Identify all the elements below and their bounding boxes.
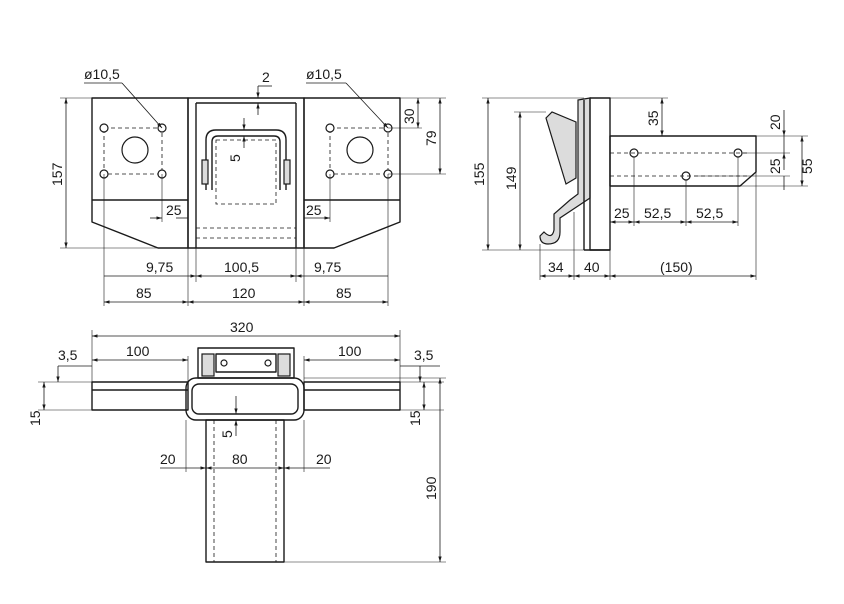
dim-offset-right: 9,75: [314, 259, 341, 275]
dim-top-gap: 2: [262, 69, 270, 85]
dim-slot-depth: 5: [227, 154, 243, 162]
dim-front-height: 157: [49, 162, 65, 186]
dim-arm-pitch-2: 52,5: [696, 205, 723, 221]
dim-plate-right: 85: [336, 285, 352, 301]
dim-wall-width: 40: [584, 259, 600, 275]
front-view: [91, 97, 401, 249]
dim-right-offset: 20: [316, 451, 332, 467]
dim-hole-diameter-right: ø10,5: [306, 66, 342, 82]
dim-arm-top-offset: 35: [645, 110, 661, 126]
dim-inner-width: 100,5: [224, 259, 259, 275]
dim-side-inner-height: 149: [503, 166, 519, 190]
dim-depth: 190: [423, 476, 439, 500]
dim-offset-left: 9,75: [146, 259, 173, 275]
dim-left-thickness: 3,5: [58, 347, 78, 363]
dim-overall-width: 320: [230, 319, 254, 335]
side-dimensions: 155 149 35 20 25 55 25 52,5 52,5: [471, 97, 815, 280]
dim-hole-spacing-right: 25: [306, 202, 322, 218]
dim-hole-spacing-left: 25: [166, 202, 182, 218]
dim-hook-width: 34: [548, 259, 564, 275]
dim-arm-length: (150): [660, 259, 693, 275]
dim-side-height: 155: [471, 162, 487, 186]
dim-plate-left: 85: [136, 285, 152, 301]
dim-front-hole-height: 79: [423, 130, 439, 146]
dim-right-length: 100: [338, 343, 362, 359]
dim-tube-wall: 5: [219, 430, 235, 438]
dim-right-thickness: 3,5: [414, 347, 434, 363]
dim-tube-width: 80: [232, 451, 248, 467]
dim-left-length: 100: [126, 343, 150, 359]
top-dimensions: 320 100 100 3,5 3,5 15 15 5 20: [27, 319, 446, 563]
dim-arm-height: 55: [799, 158, 815, 174]
dim-arm-start: 25: [614, 205, 630, 221]
front-dimensions: 157 30 79 ø10,5 ø10,5 2 5 25 25: [49, 66, 446, 306]
dim-left-height: 15: [27, 410, 43, 426]
dim-arm-top: 20: [767, 114, 783, 130]
dim-hole-diameter-left: ø10,5: [84, 66, 120, 82]
dim-arm-pitch-1: 52,5: [644, 205, 671, 221]
dim-front-top-offset: 30: [401, 108, 417, 124]
dim-left-offset: 20: [160, 451, 176, 467]
dim-right-height: 15: [407, 410, 423, 426]
dim-center-width: 120: [232, 285, 256, 301]
dim-arm-hole-offset: 25: [767, 158, 783, 174]
top-view: [91, 347, 401, 563]
